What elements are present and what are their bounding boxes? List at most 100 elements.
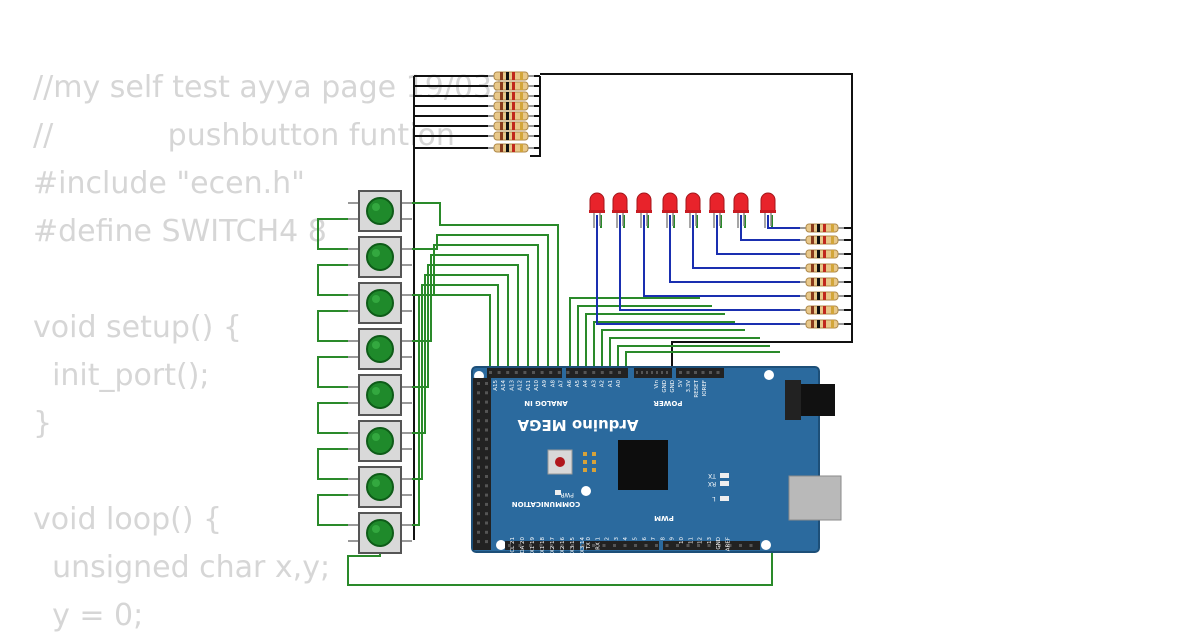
pin-label: GND [670,380,676,393]
header-pin [609,371,613,374]
pushbutton[interactable] [348,236,412,278]
resistor-band [823,250,826,258]
pwm-header-1 [584,541,659,550]
pin-label: 2 [605,537,611,541]
pushbutton[interactable] [348,328,412,370]
header-pin [583,371,587,374]
button-cap[interactable] [366,335,394,363]
button-cap[interactable] [366,427,394,455]
pin-label: RX2 17 [550,537,556,557]
resistor-band [811,278,814,286]
led-body [612,192,628,213]
button-cap[interactable] [366,519,394,547]
header-pin [477,391,480,395]
resistor-band [823,264,826,272]
resistor-band [506,144,509,152]
button-cap[interactable] [366,243,394,271]
button-cap[interactable] [366,381,394,409]
led-body [685,192,701,213]
pin-label: A13 [509,380,515,391]
code-line: //my self test ayya page 19/03/ [33,70,503,105]
arduino-mega-board[interactable]: Arduino MEGA ANALOG IN POWER COMMUNICATI… [471,366,842,558]
button-cap[interactable] [366,473,394,501]
pushbutton[interactable] [348,282,412,324]
header-pin [485,484,488,488]
resistor-band [823,224,826,232]
code-line: unsigned char x,y; [33,550,331,585]
header-pin [655,544,658,547]
pin-label: 10 [679,537,685,544]
button-cap[interactable] [366,289,394,317]
header-pin [477,465,480,469]
pushbutton[interactable] [348,466,412,508]
header-pin [477,521,480,525]
resistor-band [500,72,503,80]
header-pin [477,540,480,544]
button-highlight [372,525,380,533]
pushbutton[interactable] [348,420,412,462]
header-pin [532,371,535,374]
header-pin [592,544,595,547]
button-link-wire [317,218,358,250]
pushbutton-column [348,190,412,554]
led-wire [643,215,800,297]
led-body [733,192,749,213]
code-line: } [33,406,53,441]
led-rim [612,210,628,213]
resistor-band [500,92,503,100]
analog-wire [617,345,770,370]
pin-label: RESET [694,379,700,397]
header-pin [477,447,480,451]
resistor-band [520,132,523,140]
pin-label: A4 [583,380,589,388]
resistor-band [831,236,834,244]
l-led [720,496,729,501]
icsp-header [583,452,596,472]
led-wire [740,215,800,241]
pushbutton[interactable] [348,190,412,232]
header-pin [485,465,488,469]
resistor-band [520,112,523,120]
pwm-header-2 [663,541,760,550]
analog-wire [625,351,780,370]
pin-label: TX3 14 [580,537,586,558]
code-line: void setup() { [33,310,242,345]
pin-label: TX1 18 [540,537,546,558]
resistor-band [823,236,826,244]
resistor-band [817,264,820,272]
pushbutton[interactable] [348,374,412,416]
header-pin [485,437,488,441]
button-link-wire [317,448,358,480]
header-pin [549,371,553,374]
header-pin [485,447,488,451]
button-cap[interactable] [366,197,394,225]
header-pin [477,493,480,497]
tx-led [720,473,729,478]
resistor-band [520,72,523,80]
pushbutton[interactable] [348,512,412,554]
resistor-band [817,250,820,258]
rx-led-label: RX [708,480,716,487]
pin-label: RX1 19 [530,537,536,557]
resistor-band [831,306,834,314]
led-wire [619,215,800,311]
header-pin [506,371,510,374]
analog-wire [593,321,735,370]
led-rim [685,210,701,213]
header-pin [651,371,653,374]
header-pin [523,371,527,374]
resistor-band [500,82,503,90]
header-pin [661,371,663,374]
header-pin [636,371,638,374]
header-pin [600,371,604,374]
header-pin [497,371,501,374]
header-pin [575,371,578,374]
tx-led-label: TX [708,472,717,479]
header-pin [728,544,732,547]
header-pin [485,502,488,506]
resistor-band [500,122,503,130]
header-pin [485,475,488,478]
button-link-wire [317,402,358,434]
pin-label: A2 [600,380,606,387]
